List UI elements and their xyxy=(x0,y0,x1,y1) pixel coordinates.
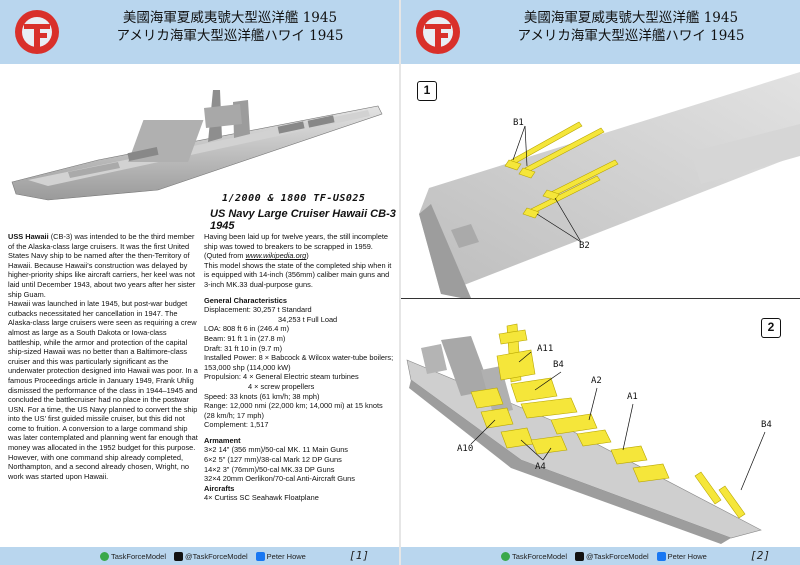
label-b2: B2 xyxy=(579,241,590,251)
facebook-icon xyxy=(255,551,265,561)
left-page: 美國海軍夏威夷號大型巡洋艦 1945 アメリカ海軍大型巡洋艦ハワイ 1945 1… xyxy=(0,0,399,565)
aircraft-heading: Aircrafts xyxy=(204,483,235,493)
spec-range: Range: 12,000 nmi (22,000 km; 14,000 mi)… xyxy=(204,401,383,420)
footer-band: TaskForceModel @TaskForceModel Peter How… xyxy=(0,547,399,565)
step2-assembly-diagram xyxy=(406,323,766,544)
label-b4-right: B4 xyxy=(761,420,772,430)
aircraft-line: 4× Curtiss SC Seahawk Floatplane xyxy=(204,493,319,503)
page-number: [1] xyxy=(349,549,369,562)
header-band: 美國海軍夏威夷號大型巡洋艦 1945 アメリカ海軍大型巡洋艦ハワイ 1945 xyxy=(0,0,399,64)
page-divider xyxy=(399,0,401,565)
title-chinese: 美國海軍夏威夷號大型巡洋艦 1945 xyxy=(523,10,739,26)
model-note: This model shows the state of the comple… xyxy=(204,260,392,289)
facebook-icon xyxy=(656,551,666,561)
x-handle[interactable]: @TaskForceModel xyxy=(586,551,649,561)
wechat-handle[interactable]: TaskForceModel xyxy=(111,551,167,561)
history-column: USS Hawaii (CB-3) was intended to be the… xyxy=(8,232,200,481)
x-icon xyxy=(575,551,585,561)
label-a4: A4 xyxy=(535,462,546,472)
taskforce-logo-icon xyxy=(416,10,460,54)
ship-subtitle: US Navy Large Cruiser Hawaii CB-3 1945 xyxy=(210,208,396,232)
label-a11: A11 xyxy=(537,344,554,354)
armament-heading: Armament xyxy=(204,435,241,445)
scrap-paragraph: Having been laid up for twelve years, th… xyxy=(204,232,389,251)
spec-draft: Draft: 31 ft 10 in (9.7 m) xyxy=(204,343,283,353)
page-number: [2] xyxy=(750,549,770,562)
spec-displacement: Displacement: 30,257 t Standard xyxy=(204,305,312,315)
armament-20mm: 32×4 20mm Oerlikon/70-cal Anti-Aircraft … xyxy=(204,474,355,484)
right-page: 美國海軍夏威夷號大型巡洋艦 1945 アメリカ海軍大型巡洋艦ハワイ 1945 xyxy=(401,0,800,565)
history-paragraph-1: USS Hawaii (CB-3) was intended to be the… xyxy=(8,232,196,299)
title-japanese: アメリカ海軍大型巡洋艦ハワイ 1945 xyxy=(116,28,344,44)
x-handle[interactable]: @TaskForceModel xyxy=(185,551,248,561)
armament-main: 3×2 14" (356 mm)/50-cal MK. 11 Main Guns xyxy=(204,445,348,455)
spec-full-load: 34,253 t Full Load xyxy=(278,314,338,324)
spec-propulsion: Propulsion: 4 × General Electric steam t… xyxy=(204,372,359,382)
header-band: 美國海軍夏威夷號大型巡洋艦 1945 アメリカ海軍大型巡洋艦ハワイ 1945 xyxy=(401,0,800,64)
taskforce-logo-icon xyxy=(15,10,59,54)
label-a1: A1 xyxy=(627,392,638,402)
spec-power: Installed Power: 8 × Babcock & Wilcox wa… xyxy=(204,353,394,372)
step-1-badge: 1 xyxy=(417,81,437,101)
specs-column: Having been laid up for twelve years, th… xyxy=(204,232,394,503)
spec-complement: Complement: 1,517 xyxy=(204,420,269,430)
label-a2: A2 xyxy=(591,376,602,386)
label-b1: B1 xyxy=(513,118,524,128)
wechat-handle[interactable]: TaskForceModel xyxy=(512,551,568,561)
spec-loa: LOA: 808 ft 6 in (246.4 m) xyxy=(204,324,290,334)
label-b4-top: B4 xyxy=(553,360,564,370)
x-icon xyxy=(174,551,184,561)
footer-band: TaskForceModel @TaskForceModel Peter How… xyxy=(401,547,800,565)
spec-beam: Beam: 91 ft 1 in (27.8 m) xyxy=(204,333,286,343)
general-characteristics-heading: General Characteristics xyxy=(204,295,287,305)
armament-3in: 14×2 3" (76mm)/50-cal MK.33 DP Guns xyxy=(204,464,335,474)
wechat-icon xyxy=(501,551,510,561)
wechat-icon xyxy=(100,551,109,561)
facebook-handle[interactable]: Peter Howe xyxy=(266,551,306,561)
facebook-handle[interactable]: Peter Howe xyxy=(667,551,707,561)
step-separator xyxy=(401,298,800,299)
step-2-badge: 2 xyxy=(761,318,781,338)
history-paragraph-2: Hawaii was launched in late 1945, but po… xyxy=(8,299,198,481)
spec-speed: Speed: 33 knots (61 km/h; 38 mph) xyxy=(204,391,320,401)
armament-5in: 6×2 5" (127 mm)/38-cal Mark 12 DP Guns xyxy=(204,455,342,465)
source-quote: (Quted from www.wikipedia.org) xyxy=(204,251,309,261)
title-japanese: アメリカ海軍大型巡洋艦ハワイ 1945 xyxy=(517,28,745,44)
wikipedia-link[interactable]: www.wikipedia.org xyxy=(245,251,307,261)
ship-model-render xyxy=(11,90,383,201)
spec-screws: 4 × screw propellers xyxy=(248,381,315,391)
scale-code: 1/2000 & 1800 TF-US025 xyxy=(222,193,366,204)
step1-assembly-diagram xyxy=(419,72,800,298)
title-chinese: 美國海軍夏威夷號大型巡洋艦 1945 xyxy=(122,10,338,26)
label-a10: A10 xyxy=(457,444,474,454)
